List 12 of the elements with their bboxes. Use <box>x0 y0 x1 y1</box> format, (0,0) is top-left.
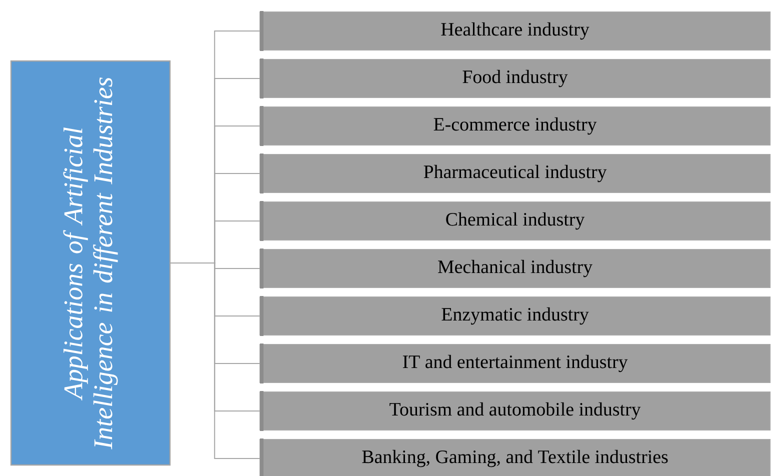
industry-box: Healthcare industry <box>260 11 770 51</box>
category-box: Applications of Artificial Intelligence in different Industries <box>10 60 171 466</box>
industry-box: Tourism and automobile industry <box>260 391 770 431</box>
industry-box: Food industry <box>260 58 770 98</box>
industry-box: Enzymatic industry <box>260 296 770 336</box>
industry-box: Pharmaceutical industry <box>260 154 770 194</box>
industry-box: Mechanical industry <box>260 248 770 288</box>
industry-box: Chemical industry <box>260 201 770 241</box>
industry-box: E-commerce industry <box>260 106 770 146</box>
connector-line <box>170 262 260 459</box>
industry-box: IT and entertainment industry <box>260 344 770 384</box>
industry-box: Banking, Gaming, and Textile industries <box>260 438 770 476</box>
